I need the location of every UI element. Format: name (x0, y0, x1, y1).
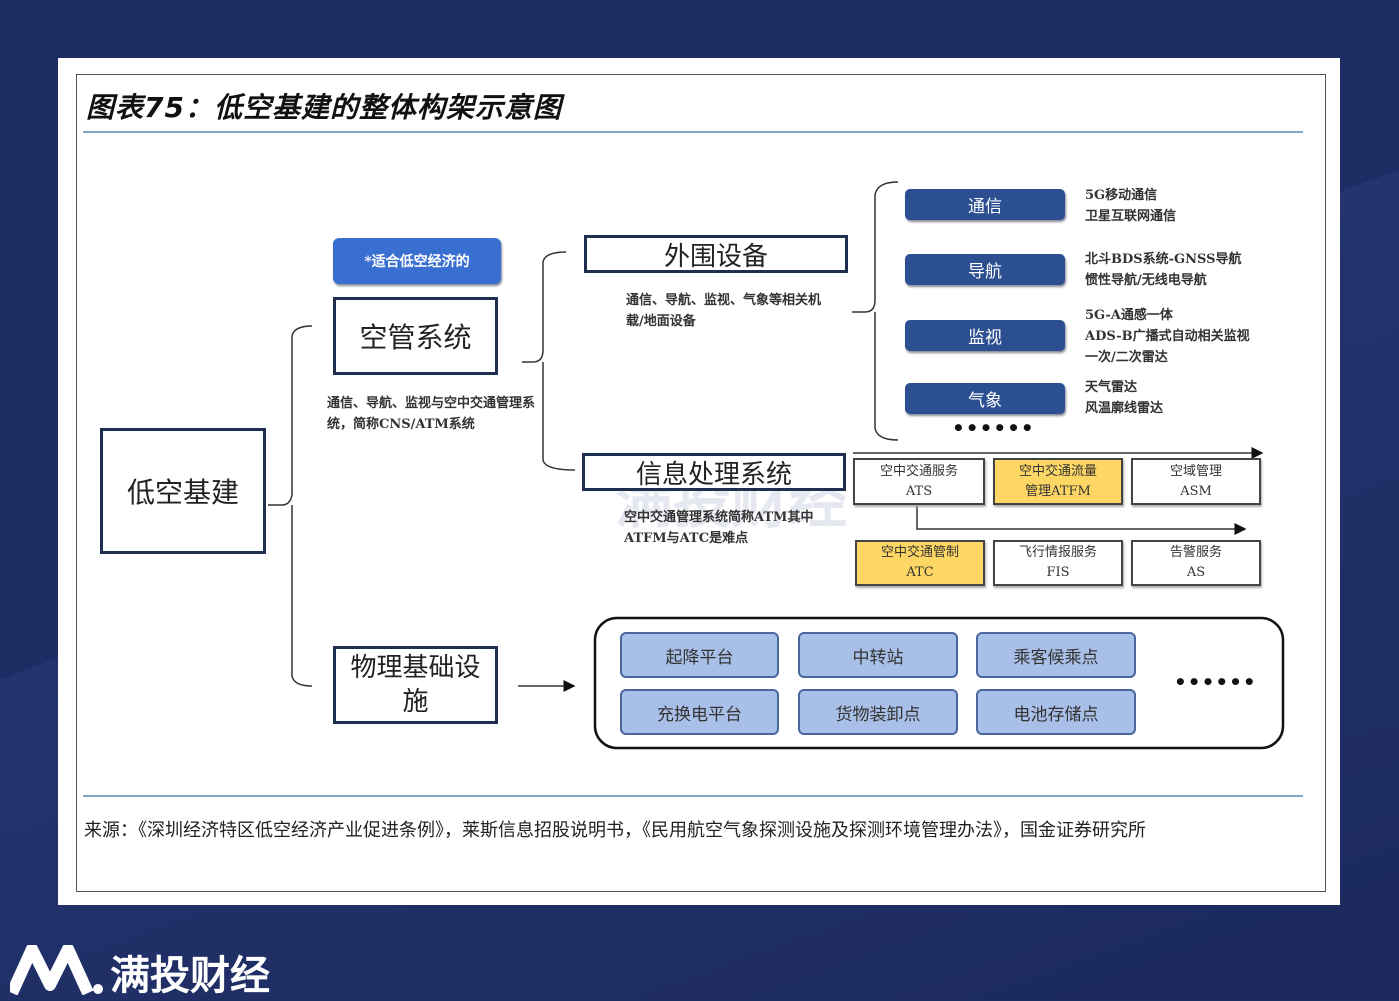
figure-frame (76, 74, 1326, 892)
desc-line: 惯性导航/无线电导航 (1085, 273, 1207, 288)
brand-name: 满投财经 (110, 953, 270, 999)
phys-item: 起降平台 (620, 632, 779, 678)
pill-comm: 通信 (905, 189, 1065, 220)
title-divider (83, 131, 1303, 133)
physical-box: 物理基础设施 (333, 646, 498, 724)
physical-more: •••••• (1174, 670, 1257, 694)
desc-line: 一次/二次雷达 (1085, 350, 1168, 365)
bracket-peripheral (852, 181, 899, 313)
phys-item: 中转站 (798, 632, 958, 678)
source-note: 来源：《深圳经济特区低空经济产业促进条例》，莱斯信息招股说明书，《民用航空气象探… (84, 820, 1146, 841)
cell-as: 告警服务 AS (1131, 540, 1261, 586)
tag-badge: *适合低空经济的 (333, 238, 501, 284)
cell-line: 管理ATFM (1025, 483, 1091, 499)
brand-logo-icon (10, 945, 103, 995)
bracket-atc (522, 251, 567, 363)
cell-line: ASM (1180, 483, 1212, 499)
cell-ats: 空中交通服务 ATS (853, 458, 985, 505)
phys-item: 乘客候乘点 (976, 632, 1136, 678)
figure-title: 图表75：低空基建的整体构架示意图 (86, 91, 562, 124)
desc-line: 卫星互联网通信 (1085, 209, 1177, 224)
cell-line: AS (1186, 565, 1206, 580)
cell-line: 空中交通流量 (1018, 463, 1097, 479)
footer-divider (83, 795, 1303, 797)
desc-line: 5G-A通感一体 (1085, 308, 1173, 323)
desc-surveillance: 5G-A通感一体 ADS-B广播式自动相关监视一次/二次雷达 (1085, 305, 1250, 368)
desc-line: 天气雷达 (1085, 380, 1138, 395)
bracket-root-top (268, 325, 313, 506)
pill-surveillance: 监视 (905, 320, 1065, 351)
root-box: 低空基建 (100, 428, 266, 554)
cell-line: ATS (905, 483, 933, 499)
cell-line: 空域管理 (1169, 463, 1222, 479)
cell-line: 空中交通管制 (880, 545, 959, 560)
cell-line: FIS (1046, 565, 1070, 580)
info-system-note: 空中交通管理系统简称ATM其中ATFM与ATC是难点 (624, 510, 814, 546)
phys-item: 货物装卸点 (798, 689, 958, 735)
info-system-box: 信息处理系统 (582, 453, 846, 491)
desc-nav: 北斗BDS系统-GNSS导航惯性导航/无线电导航 (1085, 249, 1242, 291)
peripheral-more: •••••• (952, 416, 1035, 440)
peripheral-note: 通信、导航、监视、气象等相关机载/地面设备 (626, 293, 822, 329)
atc-system-box: 空管系统 (333, 297, 498, 375)
phys-item: 电池存储点 (976, 689, 1136, 735)
phys-item: 充换电平台 (620, 689, 779, 735)
cell-fis: 飞行情报服务 FIS (993, 540, 1123, 586)
desc-line: ADS-B广播式自动相关监视 (1085, 329, 1250, 344)
atc-system-note: 通信、导航、监视与空中交通管理系统，简称CNS/ATM系统 (327, 396, 536, 432)
desc-weather: 天气雷达风温廓线雷达 (1085, 377, 1163, 419)
cell-atc: 空中交通管制 ATC (855, 540, 985, 586)
peripheral-box: 外围设备 (584, 235, 848, 273)
pill-weather: 气象 (905, 383, 1065, 414)
desc-line: 北斗BDS系统-GNSS导航 (1085, 252, 1242, 267)
cell-atfm: 空中交通流量管理ATFM (993, 458, 1123, 505)
desc-line: 5G移动通信 (1085, 188, 1158, 203)
physical-container (593, 616, 1285, 750)
cell-line: 飞行情报服务 (1018, 545, 1097, 560)
cell-asm: 空域管理 ASM (1131, 458, 1261, 505)
cell-line: ATC (906, 565, 934, 580)
arrow-row2 (916, 505, 1247, 535)
cell-line: 空中交通服务 (879, 463, 958, 479)
cell-line: 告警服务 (1169, 545, 1222, 560)
pill-nav: 导航 (905, 254, 1065, 285)
desc-line: 风温廓线雷达 (1085, 401, 1164, 416)
desc-comm: 5G移动通信卫星互联网通信 (1085, 185, 1176, 227)
